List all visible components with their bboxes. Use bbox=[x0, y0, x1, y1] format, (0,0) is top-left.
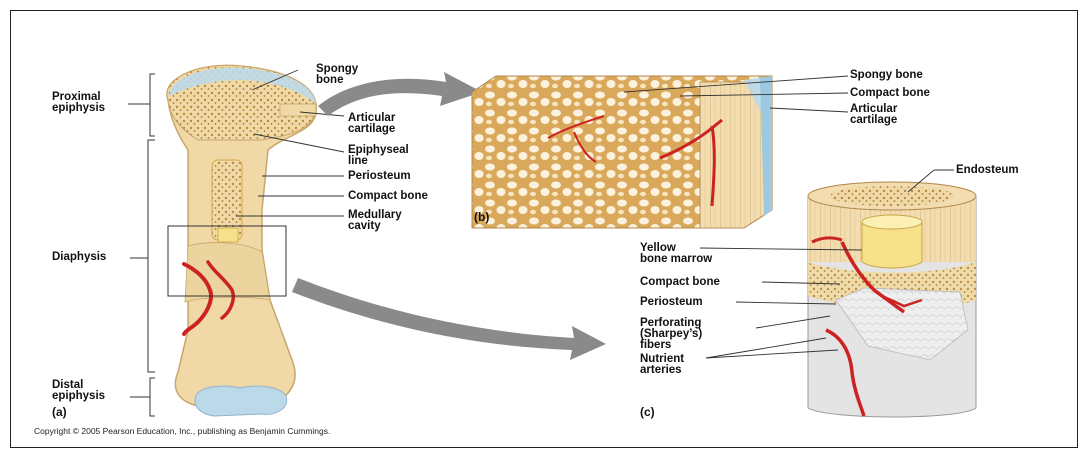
region-brackets bbox=[128, 74, 155, 416]
panel-c-tag: (c) bbox=[640, 405, 655, 419]
diaphysis-label: Diaphysis bbox=[52, 252, 106, 263]
spongy-bone-label-b: Spongy bone bbox=[850, 70, 923, 81]
medullary-cavity-label: Medullary cavity bbox=[348, 210, 402, 232]
nutrient-arteries-label: Nutrient arteries bbox=[640, 354, 684, 376]
compact-bone-label-b: Compact bone bbox=[850, 88, 930, 99]
compact-bone-label-c: Compact bone bbox=[640, 277, 720, 288]
panel-b-tag: (b) bbox=[474, 210, 489, 224]
yellow-bone-marrow-label: Yellow bone marrow bbox=[640, 243, 712, 265]
articular-cartilage-label-a: Articular cartilage bbox=[348, 113, 395, 135]
bone-section-c bbox=[808, 182, 976, 417]
long-bone bbox=[167, 65, 316, 416]
distal-epiphysis-label: Distal epiphysis bbox=[52, 380, 105, 402]
periosteum-label-c: Periosteum bbox=[640, 297, 703, 308]
copyright-text: Copyright © 2005 Pearson Education, Inc.… bbox=[34, 426, 330, 436]
epiphyseal-line-label: Epiphyseal line bbox=[348, 145, 409, 167]
periosteum-label-a: Periosteum bbox=[348, 171, 411, 182]
articular-cartilage-label-b: Articular cartilage bbox=[850, 104, 897, 126]
arrow-to-c bbox=[292, 278, 606, 360]
perforating-fibers-label: Perforating (Sharpey’s) fibers bbox=[640, 318, 702, 351]
proximal-epiphysis-label: Proximal epiphysis bbox=[52, 92, 105, 114]
panel-a-tag: (a) bbox=[52, 405, 67, 419]
bone-section-b bbox=[472, 76, 772, 228]
spongy-bone-label-a: Spongy bone bbox=[316, 64, 358, 86]
compact-bone-label-a: Compact bone bbox=[348, 191, 428, 202]
endosteum-label: Endosteum bbox=[956, 165, 1019, 176]
